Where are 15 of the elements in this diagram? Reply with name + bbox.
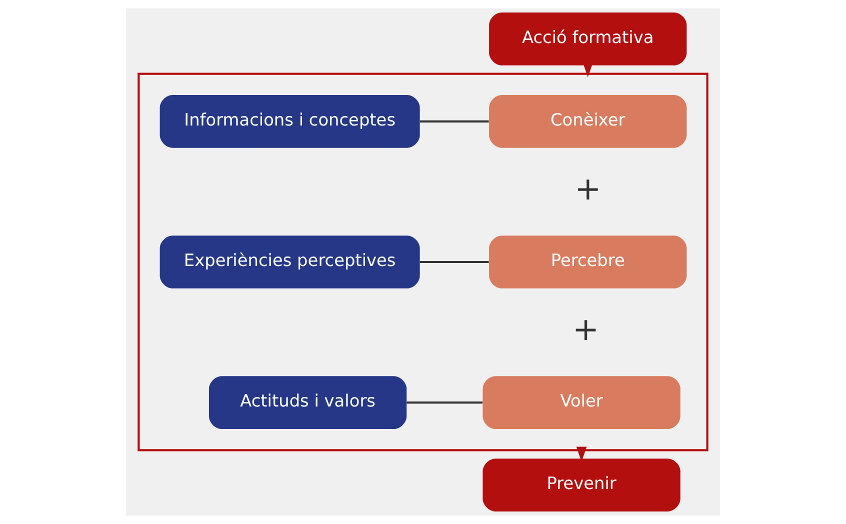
connector bbox=[420, 120, 489, 122]
node-box: Actituds i valors bbox=[208, 376, 407, 429]
node-box: Conèixer bbox=[489, 95, 687, 148]
label: + bbox=[572, 312, 600, 348]
arrow bbox=[576, 446, 587, 462]
label: + bbox=[574, 172, 602, 208]
node-box: Prevenir bbox=[482, 458, 680, 512]
cluster bbox=[138, 72, 708, 452]
connector bbox=[406, 402, 483, 404]
connector bbox=[420, 260, 489, 264]
node-box: Experiències perceptives bbox=[160, 236, 420, 288]
node-box: Informacions i conceptes bbox=[160, 95, 420, 148]
node-box: Voler bbox=[482, 376, 680, 429]
node-box: Percebre bbox=[489, 236, 687, 288]
arrow bbox=[582, 62, 594, 78]
